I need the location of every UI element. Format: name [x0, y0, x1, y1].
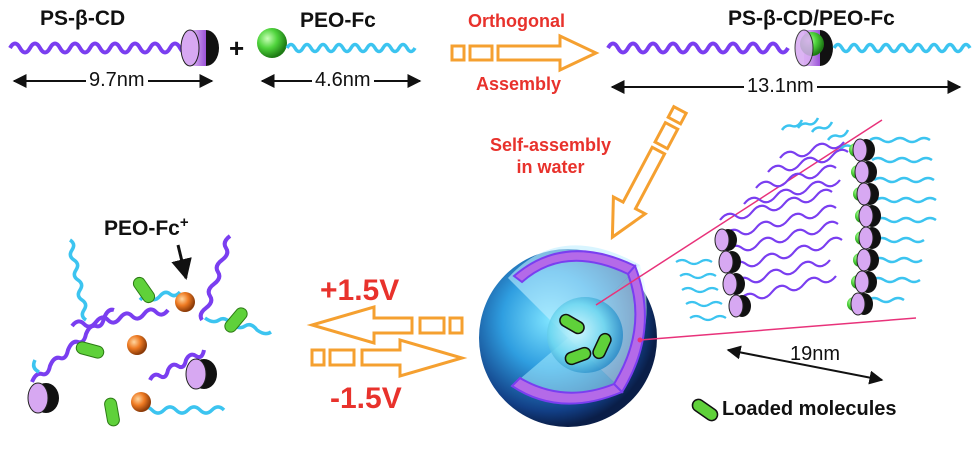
free-ps-chain: [198, 234, 232, 322]
zoom-wedge: [595, 117, 937, 385]
ps-core-chains: [719, 141, 849, 301]
shell-size-arrow: [726, 345, 884, 385]
free-peo-chain: [31, 359, 40, 374]
inner-ring-column: [714, 228, 751, 318]
ferrocenium-ball: [131, 392, 151, 412]
loaded-molecule: [75, 341, 105, 359]
right-arrow: [360, 338, 468, 378]
cyclodextrin-ring: [185, 358, 217, 390]
ps-chain: [8, 41, 192, 55]
ps-cd-polymer: [8, 29, 219, 67]
peo-fc-length-label: 4.6nm: [312, 70, 374, 90]
orthogonal-assembly-arrow: [450, 33, 600, 73]
left-arrow: [306, 305, 414, 345]
peo-fc-plus-label: PEO-Fc+: [104, 215, 189, 239]
ferrocenium-ball: [127, 335, 147, 355]
positive-voltage-label: +1.5V: [320, 274, 400, 307]
micelle-core: [547, 297, 623, 373]
loaded-molecule: [224, 307, 248, 333]
ps-cd-label: PS-β-CD: [40, 7, 126, 30]
loaded-molecule: [592, 332, 612, 360]
cyclodextrin-ring: [27, 382, 59, 414]
ps-core-shell: [510, 376, 624, 405]
peo-fc-plus-text: PEO-Fc: [104, 217, 180, 240]
free-ps-chain: [148, 349, 206, 381]
product-peo-chain: [832, 42, 972, 54]
disassembled-polymers: [27, 234, 272, 427]
free-peo-chain: [68, 238, 88, 322]
free-peo-chain: [203, 316, 272, 336]
outer-ring-column: [847, 138, 881, 316]
orthogonal-label: Orthogonal: [468, 11, 565, 31]
reversible-voltage-arrows: [306, 305, 468, 378]
product-ps-chain: [606, 41, 790, 55]
cyclodextrin-ring: [180, 29, 219, 67]
ferrocenium-ball: [175, 292, 195, 312]
peo-fc-label: PEO-Fc: [300, 9, 376, 32]
free-ps-chain: [30, 307, 115, 383]
product-label: PS-β-CD/PEO-Fc: [728, 7, 895, 30]
micelle: [479, 245, 657, 427]
free-peo-chain: [138, 405, 226, 415]
loaded-molecule: [104, 397, 120, 427]
shell-size-label: 19nm: [790, 343, 841, 365]
product-length-label: 13.1nm: [744, 76, 817, 96]
legend-loaded-molecule-icon: [691, 398, 719, 422]
free-ps-chain: [70, 307, 170, 329]
self-assembly-label: Self-assembly in water: [490, 135, 611, 178]
product-polymer: [606, 29, 972, 67]
pointer-arrow: [171, 244, 192, 281]
ferrocene-ball: [257, 28, 287, 58]
loaded-molecules-label: Loaded molecules: [722, 398, 897, 420]
peo-fc-plus-charge: +: [179, 214, 189, 231]
self-assembly-arrow: [610, 104, 689, 241]
product-cd-ring: [794, 29, 833, 67]
self-assembly-line-1: Self-assembly: [490, 135, 612, 155]
assembly-label: Assembly: [476, 74, 562, 94]
plus-sign: +: [229, 33, 245, 63]
loaded-molecule: [132, 276, 156, 304]
peo-chain: [285, 42, 417, 54]
self-assembly-line-2: in water: [516, 156, 585, 177]
negative-voltage-label: -1.5V: [330, 382, 402, 415]
peo-inner-corona: [675, 258, 727, 322]
ps-cd-length-label: 9.7nm: [86, 70, 148, 90]
loaded-molecule: [564, 346, 592, 366]
peo-fc-polymer: [257, 28, 417, 58]
loaded-molecule: [559, 313, 585, 335]
